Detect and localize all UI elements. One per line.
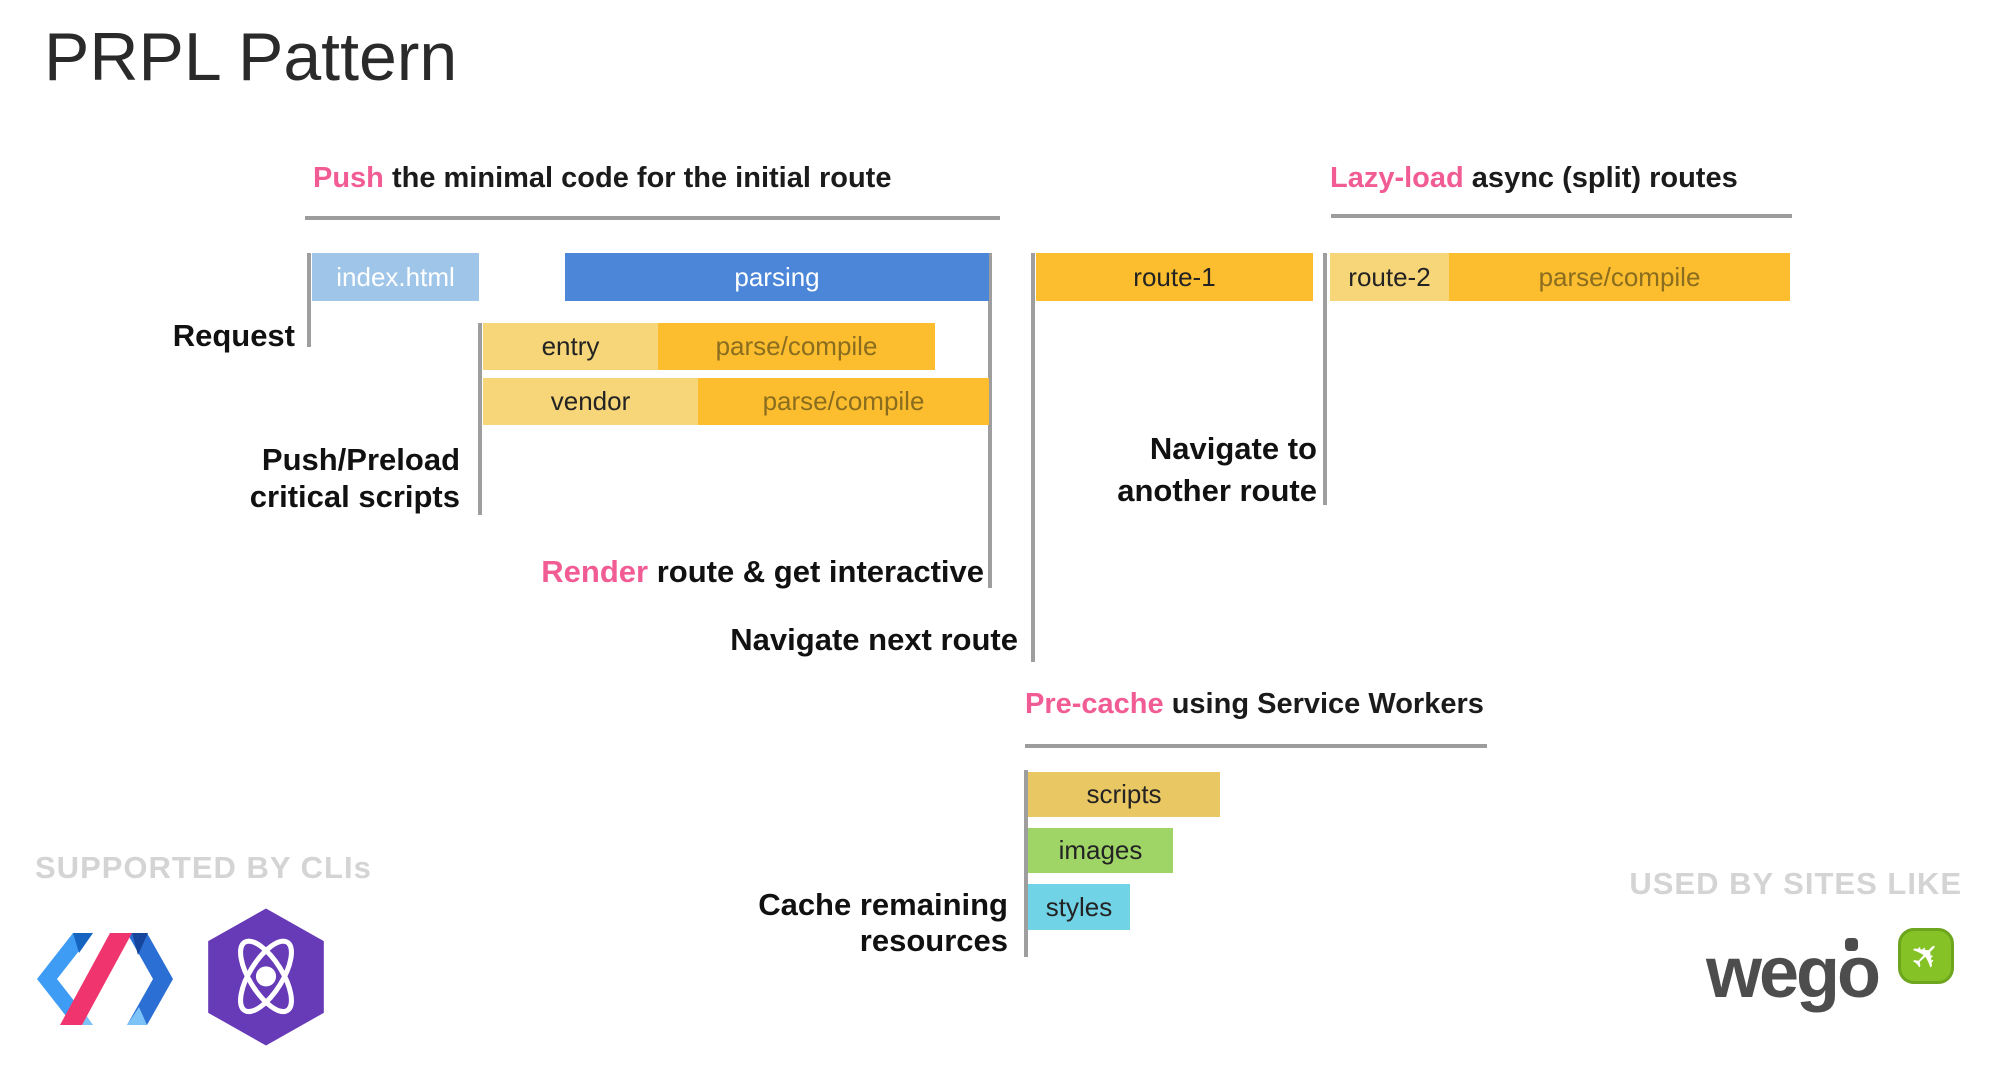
precache-heading-highlight: Pre-cache bbox=[1025, 688, 1164, 720]
navigate-next-label: Navigate next route bbox=[730, 622, 1018, 657]
bar-images: images bbox=[1028, 828, 1173, 873]
wego-badge: ✈ bbox=[1898, 928, 1954, 984]
cache-remaining-label: Cache remaining resources bbox=[708, 887, 1008, 959]
bar-styles: styles bbox=[1028, 884, 1130, 930]
navigate-to-timeline-line bbox=[1323, 253, 1327, 505]
request-label: Request bbox=[172, 318, 295, 353]
render-label-rest: route & get interactive bbox=[648, 554, 984, 589]
navigate-to-label: Navigate to another route bbox=[1017, 428, 1317, 512]
wego-dot bbox=[1845, 938, 1858, 951]
navigate-next-timeline-line bbox=[1031, 253, 1035, 662]
render-label: Render route & get interactive bbox=[484, 553, 984, 590]
navigate-to-line1: Navigate to bbox=[1149, 431, 1317, 466]
precache-timeline-line bbox=[1024, 770, 1028, 957]
preact-logo bbox=[208, 908, 324, 1046]
plane-icon: ✈ bbox=[1900, 930, 1951, 981]
precache-heading-rest: using Service Workers bbox=[1163, 688, 1484, 720]
supported-by-clis-label: SUPPORTED BY CLIs bbox=[35, 850, 372, 885]
bar-scripts: scripts bbox=[1028, 772, 1220, 817]
bar-route-2: route-2 bbox=[1330, 253, 1449, 301]
push-preload-line2: critical scripts bbox=[249, 479, 460, 514]
polymer-logo bbox=[37, 933, 173, 1025]
push-preload-line1: Push/Preload bbox=[261, 442, 460, 477]
push-heading-highlight: Push bbox=[313, 162, 384, 194]
lazy-load-underline bbox=[1331, 214, 1792, 218]
render-label-highlight: Render bbox=[541, 554, 649, 589]
bar-route-1: route-1 bbox=[1036, 253, 1313, 301]
lazy-load-heading-rest: async (split) routes bbox=[1463, 162, 1738, 194]
bar-vendor-parse-compile: parse/compile bbox=[698, 378, 989, 425]
push-underline bbox=[305, 216, 1000, 220]
bar-route-2-parse-compile: parse/compile bbox=[1449, 253, 1790, 301]
push-heading-rest: the minimal code for the initial route bbox=[383, 162, 892, 194]
cache-remaining-line2: resources bbox=[859, 923, 1008, 958]
push-preload-timeline-line bbox=[478, 323, 482, 515]
page-title: PRPL Pattern bbox=[44, 19, 458, 95]
push-heading: Push the minimal code for the initial ro… bbox=[313, 162, 891, 195]
used-by-sites-label: USED BY SITES LIKE bbox=[1629, 866, 1962, 901]
lazy-load-heading-highlight: Lazy-load bbox=[1330, 162, 1464, 194]
push-preload-label: Push/Preload critical scripts bbox=[160, 441, 460, 515]
request-timeline-line bbox=[307, 253, 311, 347]
bar-entry: entry bbox=[483, 323, 658, 370]
precache-heading: Pre-cache using Service Workers bbox=[1025, 688, 1484, 721]
bar-vendor: vendor bbox=[483, 378, 698, 425]
lazy-load-heading: Lazy-load async (split) routes bbox=[1330, 162, 1738, 195]
bar-entry-parse-compile: parse/compile bbox=[658, 323, 935, 370]
render-timeline-line bbox=[988, 253, 992, 588]
cache-remaining-line1: Cache remaining bbox=[758, 887, 1008, 922]
precache-underline bbox=[1025, 744, 1487, 748]
navigate-to-line2: another route bbox=[1117, 473, 1317, 508]
bar-parsing: parsing bbox=[565, 253, 989, 301]
bar-index-html: index.html bbox=[312, 253, 479, 301]
